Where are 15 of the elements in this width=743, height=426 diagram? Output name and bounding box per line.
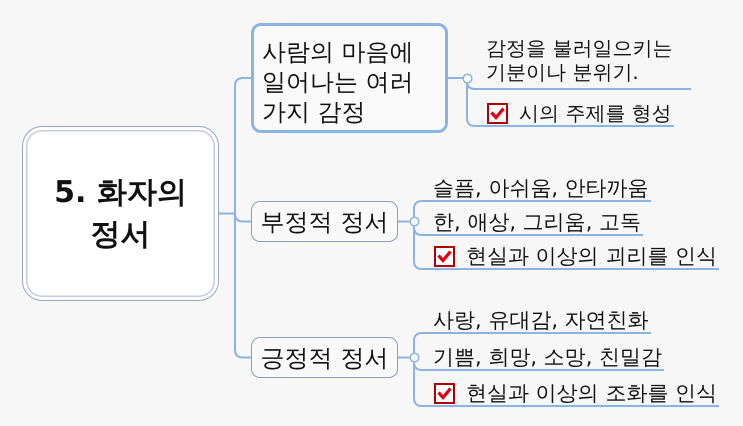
subtopic-item xyxy=(478,101,674,127)
subtopic-text: 시의 주제를 형성 xyxy=(519,101,672,125)
topic-box: 긍정적 정서 xyxy=(251,337,398,378)
subtopic-text: 슬픔, 아쉬움, 안타까움 xyxy=(422,176,651,202)
topic-box: 사람의 마음에 일어나는 여러 가지 감정 xyxy=(251,23,448,133)
subtopic-text: 사랑, 유대감, 자연친화 xyxy=(422,308,651,334)
central-topic-box: 5. 화자의 정서 xyxy=(22,126,219,301)
subtopic-item xyxy=(422,244,720,270)
subtopic-item xyxy=(422,381,720,407)
subtopic-text: 현실과 이상의 조화를 인식 xyxy=(466,381,718,405)
subtopic-text: 기쁨, 희망, 소망, 친밀감 xyxy=(422,345,664,371)
subtopic-text: 감정을 불러일으키는 기분이나 분위기. xyxy=(478,36,691,90)
subtopic-text: 한, 애상, 그리움, 고독 xyxy=(422,210,644,236)
topic-box: 부정적 정서 xyxy=(251,201,398,242)
subtopic-text: 현실과 이상의 괴리를 인식 xyxy=(466,244,718,268)
